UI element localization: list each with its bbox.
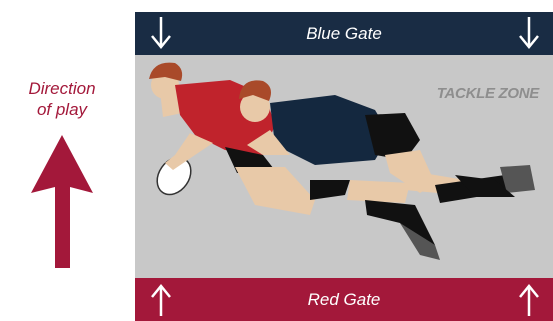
red-gate-label: Red Gate <box>308 290 381 309</box>
up-arrow-icon <box>147 278 175 321</box>
up-arrow-icon <box>515 278 543 321</box>
down-arrow-icon <box>147 12 175 55</box>
down-arrow-icon <box>515 12 543 55</box>
blue-gate-label: Blue Gate <box>306 24 382 43</box>
red-gate: Red Gate <box>135 278 553 321</box>
tackle-diagram: Blue Gate TACKLE ZONE <box>135 12 553 321</box>
up-arrow-icon <box>0 0 130 321</box>
blue-gate: Blue Gate <box>135 12 553 55</box>
players-illustration <box>135 55 553 278</box>
